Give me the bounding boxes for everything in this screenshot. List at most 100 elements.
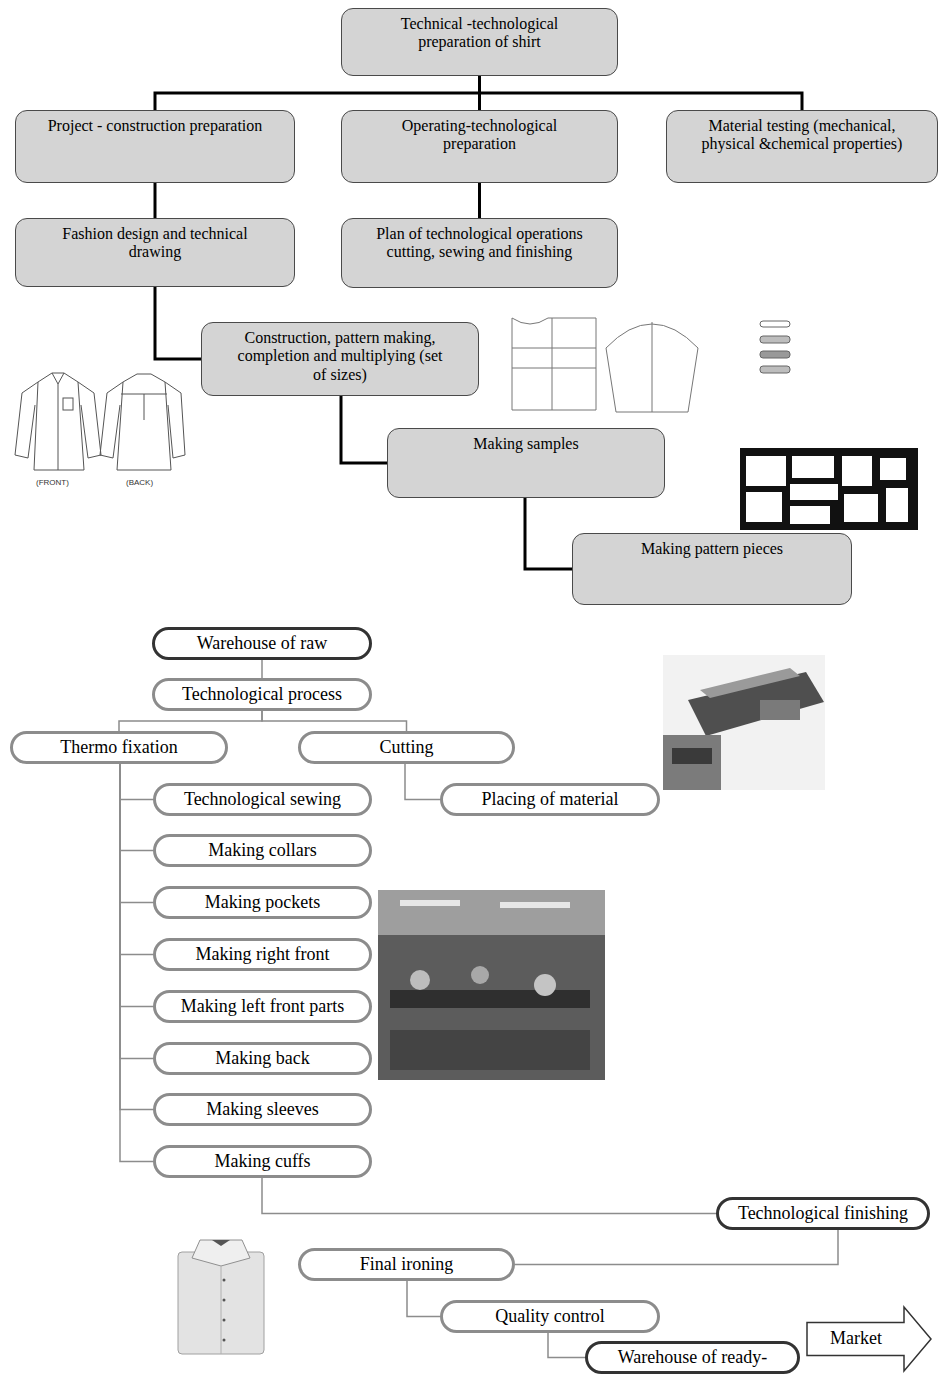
shirt-collar xyxy=(192,1240,250,1266)
connector-line xyxy=(120,764,153,1007)
marker-piece xyxy=(746,456,786,486)
connector-line xyxy=(120,764,153,903)
process-box: Material testing (mechanical, physical &… xyxy=(666,110,938,183)
shirt-pocket xyxy=(63,398,73,410)
shirt-pleat xyxy=(144,394,145,420)
box-text: Project - construction preparation xyxy=(24,117,286,135)
process-pill: Technological process xyxy=(152,678,372,711)
pattern-line xyxy=(552,318,553,410)
shirt-collar xyxy=(52,373,64,384)
box-text: Making collars xyxy=(162,841,363,861)
process-box: Operating-technological preparation xyxy=(341,110,618,183)
connector-line xyxy=(341,396,387,463)
photo-ground xyxy=(663,655,825,790)
shirt-back-sleeve xyxy=(100,382,123,458)
button xyxy=(223,1339,226,1342)
process-pill: Warehouse of ready- xyxy=(585,1341,800,1374)
connector-line xyxy=(262,711,407,731)
connector-line xyxy=(154,183,157,218)
connector-line xyxy=(120,764,153,955)
process-pill: Making pockets xyxy=(153,886,372,919)
sewing-room-photo xyxy=(378,890,605,1080)
shirt-body xyxy=(178,1252,264,1354)
pattern-line xyxy=(512,348,596,349)
connector-line xyxy=(261,660,263,678)
collar-piece xyxy=(760,366,790,373)
process-pill: Quality control xyxy=(440,1300,660,1333)
box-text: Cutting xyxy=(307,738,506,758)
shirt-placket xyxy=(58,384,59,470)
connector-line xyxy=(120,764,153,1059)
ceiling xyxy=(378,890,605,935)
cutting-head xyxy=(672,748,712,764)
box-text: Warehouse of ready- xyxy=(594,1348,791,1368)
marker-piece xyxy=(842,456,872,486)
marker-piece xyxy=(886,488,908,522)
process-box: Making pattern pieces xyxy=(572,533,852,605)
arrow-box: Market xyxy=(806,1306,932,1372)
connector-line xyxy=(119,711,262,731)
process-pill: Final ironing xyxy=(298,1248,515,1281)
marker-piece xyxy=(790,506,830,524)
box-text: Final ironing xyxy=(307,1255,506,1275)
pattern-line xyxy=(652,322,653,412)
marker-piece xyxy=(746,492,782,522)
box-text: Making right front xyxy=(162,945,363,965)
process-box: Technical -technological preparation of … xyxy=(341,8,618,76)
connector-line xyxy=(405,764,440,800)
lamp xyxy=(500,902,570,908)
process-pill: Cutting xyxy=(298,731,515,764)
connector-line xyxy=(525,498,572,569)
process-pill: Making sleeves xyxy=(153,1093,372,1126)
box-text: Placing of material xyxy=(449,790,651,810)
box-text: Making samples xyxy=(396,435,656,453)
shirt-front-sleeve xyxy=(78,382,101,458)
box-text: Warehouse of raw xyxy=(161,634,363,654)
connector-line xyxy=(480,76,803,110)
lamp xyxy=(400,900,460,906)
process-pill: Making back xyxy=(153,1042,372,1075)
photo-ground xyxy=(378,890,605,1080)
finished-shirt-photo xyxy=(178,1240,264,1354)
marker-ground xyxy=(740,448,918,530)
collar-piece xyxy=(760,336,790,343)
bodice-pattern xyxy=(512,318,596,410)
connector-line xyxy=(478,183,481,218)
connector-line xyxy=(155,287,201,359)
connector-line xyxy=(120,764,153,1110)
process-pill: Thermo fixation xyxy=(10,731,228,764)
shirt-back-body xyxy=(117,374,171,470)
worker xyxy=(471,966,489,984)
machine-gantry xyxy=(700,668,800,698)
cutting-machine-photo xyxy=(663,655,825,790)
connector-line xyxy=(120,764,153,1162)
marker-piece xyxy=(790,484,838,500)
shirt-back-sleeve xyxy=(165,382,185,458)
box-text: Making pockets xyxy=(162,893,363,913)
connector-line xyxy=(548,1333,585,1358)
worker xyxy=(534,974,556,996)
box-text: Plan of technological operations cutting… xyxy=(364,225,595,262)
box-text: Fashion design and technical drawing xyxy=(40,225,270,262)
box-text: Making pattern pieces xyxy=(581,540,843,558)
arrow-shape xyxy=(807,1307,931,1371)
marker-piece xyxy=(844,494,878,522)
button xyxy=(223,1319,226,1322)
collar-patterns xyxy=(760,321,790,373)
marker-piece xyxy=(792,456,834,478)
marker-piece xyxy=(880,458,906,480)
work-tables xyxy=(390,990,590,1008)
box-text: Construction, pattern making, completion… xyxy=(230,329,450,384)
box-text: Thermo fixation xyxy=(19,738,219,758)
view-label: (BACK) xyxy=(126,478,153,487)
process-pill: Technological finishing xyxy=(716,1197,930,1230)
marker-layout-image xyxy=(740,448,918,530)
collar-piece xyxy=(760,321,790,327)
box-text: Making back xyxy=(162,1049,363,1069)
shirt-technical-drawing xyxy=(15,373,185,470)
process-pill: Making collars xyxy=(153,834,372,867)
box-text: Material testing (mechanical, physical &… xyxy=(687,117,917,154)
shirt-placket xyxy=(221,1266,222,1354)
